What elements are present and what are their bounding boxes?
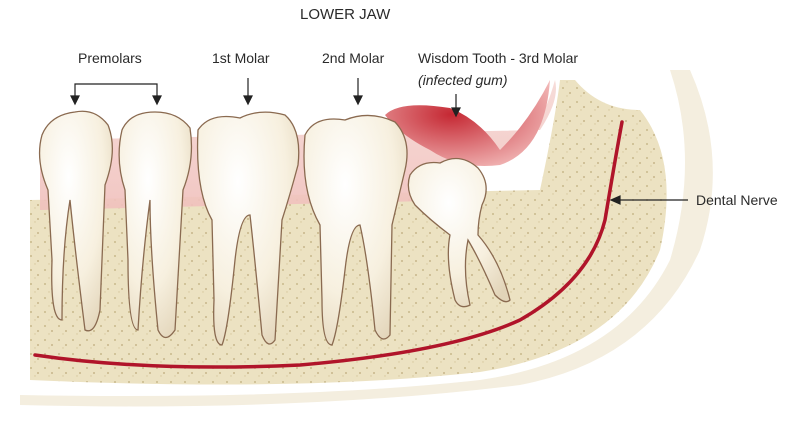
label-first-molar: 1st Molar <box>212 50 270 66</box>
arrow-icon <box>243 95 253 106</box>
infected-gum <box>385 80 550 166</box>
second-molar <box>303 114 408 346</box>
wisdom-tooth <box>407 157 511 308</box>
dental-nerve <box>33 120 624 369</box>
arrow-icon <box>353 95 363 106</box>
premolar-2 <box>118 111 193 339</box>
premolar-1 <box>38 110 113 332</box>
diagram-title: LOWER JAW <box>300 6 391 23</box>
label-second-molar: 2nd Molar <box>322 50 385 66</box>
label-premolars: Premolars <box>78 50 142 66</box>
label-wisdom-tooth: Wisdom Tooth - 3rd Molar <box>418 50 579 66</box>
label-infected-gum: (infected gum) <box>418 72 508 88</box>
arrow-icon <box>609 195 621 205</box>
arrow-icon <box>451 107 461 118</box>
arrow-icon <box>152 95 162 106</box>
premolars-bracket <box>74 83 158 100</box>
first-molar <box>196 111 300 346</box>
label-dental-nerve: Dental Nerve <box>696 192 778 208</box>
arrow-icon <box>70 95 80 106</box>
